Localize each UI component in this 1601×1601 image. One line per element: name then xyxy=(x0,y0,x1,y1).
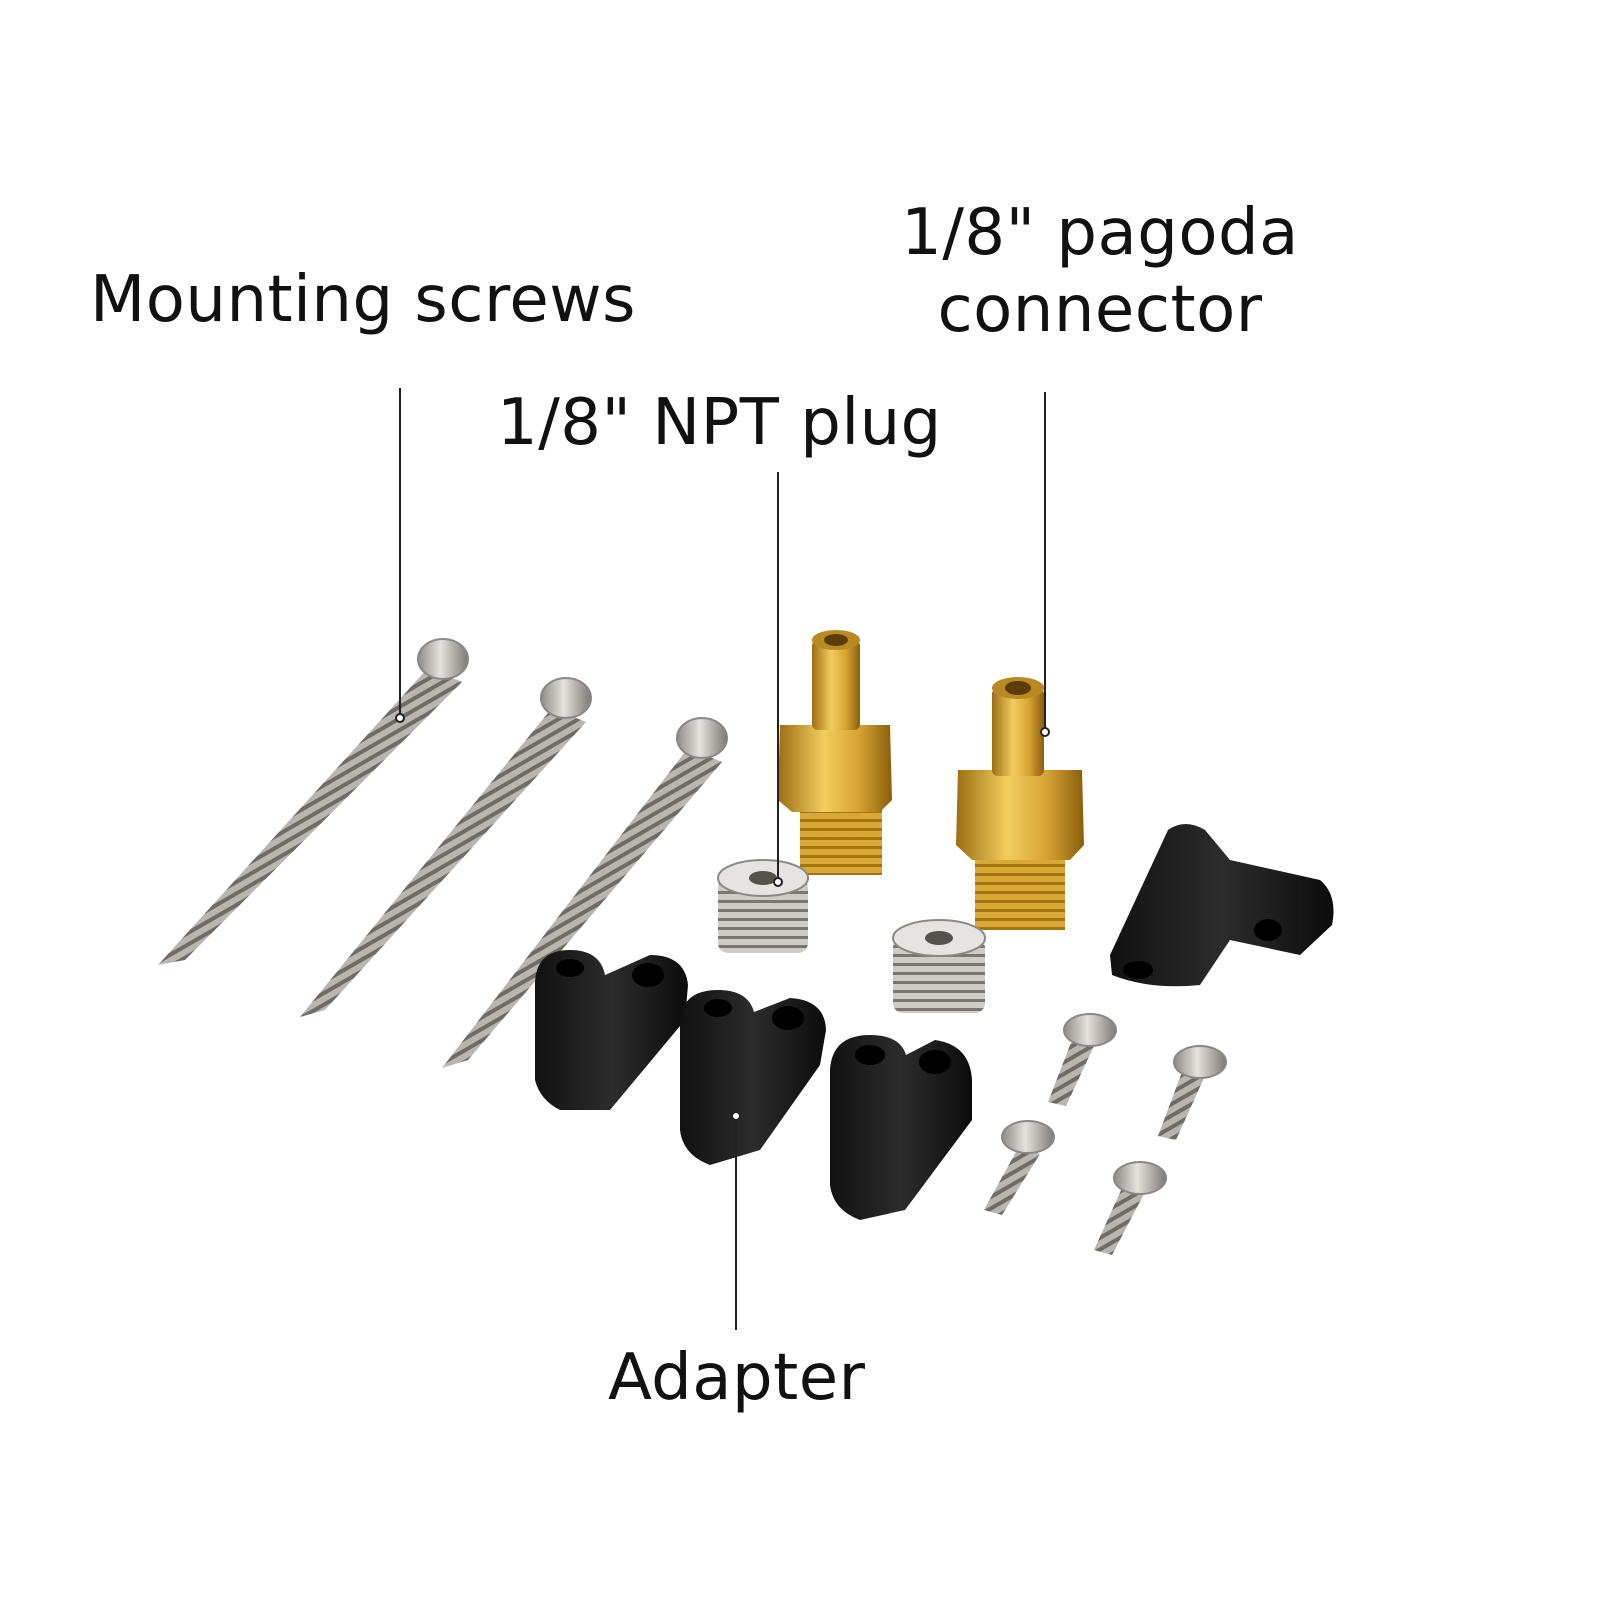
npt-plug-2 xyxy=(892,919,986,1013)
pagoda-connector-2 xyxy=(956,677,1084,930)
small-screw-3 xyxy=(984,1120,1055,1215)
small-screw-1 xyxy=(1048,1013,1117,1106)
label-pagoda-connector: 1/8" pagoda connector xyxy=(900,195,1300,349)
label-pagoda-line-2: connector xyxy=(937,272,1263,347)
label-adapter: Adapter xyxy=(608,1341,866,1415)
adapter-4 xyxy=(1110,824,1334,987)
small-screw-4 xyxy=(1094,1161,1167,1255)
label-pagoda-line-1: 1/8" pagoda xyxy=(901,196,1299,270)
label-mounting-screws: Mounting screws xyxy=(90,263,636,337)
mounting-screw-3 xyxy=(442,717,728,1068)
label-npt-plug: 1/8" NPT plug xyxy=(497,386,942,460)
adapter-2 xyxy=(680,990,826,1165)
small-screw-2 xyxy=(1158,1045,1227,1140)
mounting-screw-2 xyxy=(300,677,592,1017)
pagoda-connector-1 xyxy=(778,630,892,875)
npt-plug-1 xyxy=(717,859,809,953)
leader-line-npt-plug xyxy=(773,472,783,887)
adapter-3 xyxy=(830,1035,972,1220)
leader-line-mounting-screws xyxy=(395,388,405,723)
mounting-screw-1 xyxy=(158,638,469,965)
adapter-1 xyxy=(535,950,688,1110)
leader-line-adapter xyxy=(731,1111,741,1330)
leader-line-pagoda-connector xyxy=(1040,392,1050,737)
